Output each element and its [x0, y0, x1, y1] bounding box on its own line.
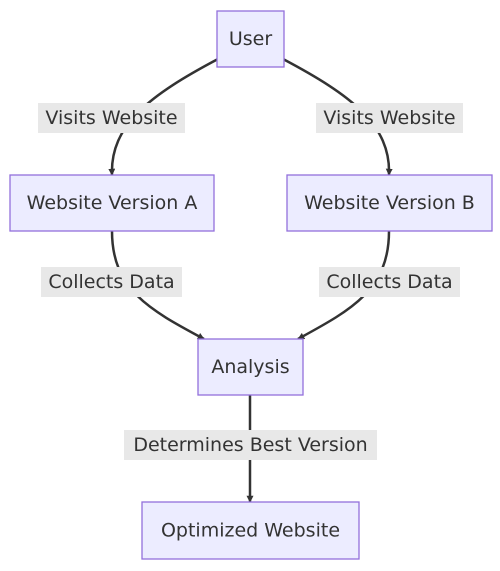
edge-label-text: Visits Website: [45, 107, 177, 129]
edge-label-text: Visits Website: [323, 107, 455, 129]
edge-label-text: Collects Data: [48, 271, 174, 293]
edge-label-text: Collects Data: [326, 271, 452, 293]
edge-label-text: Determines Best Version: [133, 434, 367, 456]
node-label: Optimized Website: [161, 520, 340, 542]
node-analysis: Analysis: [197, 338, 304, 396]
node-label: User: [229, 28, 272, 50]
edge-label-analysis-to-optimized: Determines Best Version: [124, 430, 377, 460]
node-label: Analysis: [211, 356, 289, 378]
node-optimized-website: Optimized Website: [141, 501, 360, 560]
edge-label-version-a-to-analysis: Collects Data: [41, 267, 182, 297]
node-website-version-b: Website Version B: [286, 174, 493, 232]
edge-label-version-b-to-analysis: Collects Data: [319, 267, 460, 297]
edge-label-user-to-version-a: Visits Website: [38, 103, 185, 133]
node-label: Website Version B: [304, 192, 475, 214]
node-label: Website Version A: [27, 192, 198, 214]
edge-label-user-to-version-b: Visits Website: [316, 103, 463, 133]
node-user: User: [216, 10, 285, 68]
node-website-version-a: Website Version A: [9, 174, 215, 232]
